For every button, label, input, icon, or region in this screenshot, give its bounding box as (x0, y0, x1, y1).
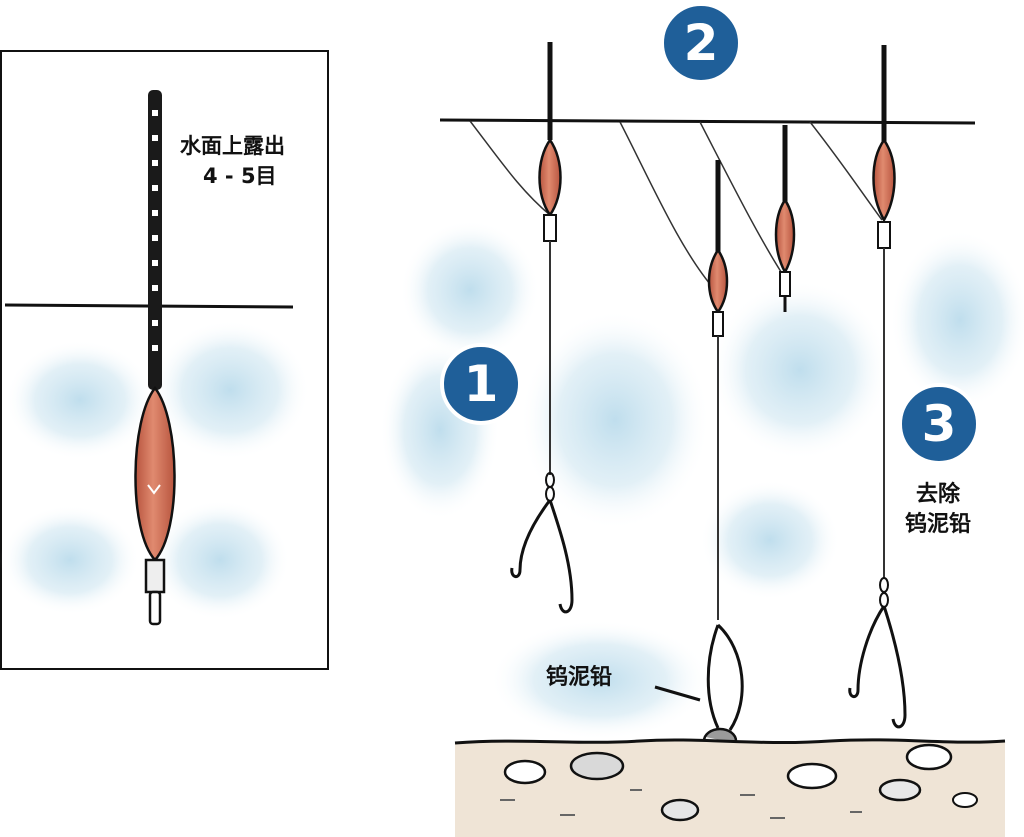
rig-2a (702, 160, 744, 755)
remove-weight-label: 去除 钨泥铅 (905, 482, 972, 537)
float-antenna (148, 90, 162, 390)
left-panel (0, 50, 329, 670)
step-badge-2: 2 (660, 2, 742, 84)
left-annotation-line2: 4 - 5目 (203, 164, 277, 188)
left-annotation-line1: 水面上露出 (180, 134, 285, 158)
rig-2b (774, 125, 796, 312)
right-scene (380, 42, 1024, 837)
tungsten-weight-label: 钨泥铅 (546, 665, 613, 690)
step-badge-3: 3 (898, 383, 980, 465)
step-badge-1: 1 (440, 343, 522, 425)
float-stem (144, 558, 166, 594)
weight-pointer-line (654, 685, 701, 702)
rig-1 (510, 42, 574, 614)
water-surface-line-right (439, 118, 976, 125)
rig-3 (848, 45, 907, 729)
lake-bed (454, 738, 1006, 837)
